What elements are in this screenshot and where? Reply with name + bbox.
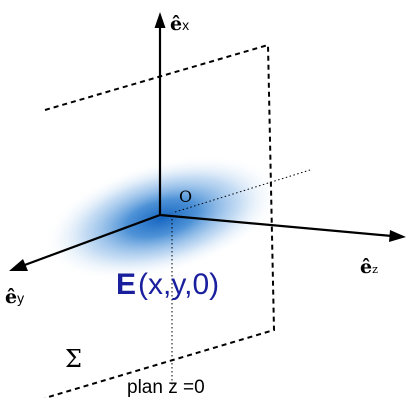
plane-caption: plan z =0: [127, 377, 205, 398]
y-axis-arrowhead: [9, 259, 28, 271]
z-axis-sub: z: [372, 263, 378, 276]
field-symbol: E: [116, 268, 136, 301]
x-axis-label: êx: [170, 13, 189, 35]
x-axis-hat: ê: [170, 13, 182, 35]
z-axis-line: [159, 213, 393, 238]
z-axis-hat: ê: [360, 256, 372, 278]
plane-symbol: Σ: [65, 345, 82, 373]
y-axis-line: [21, 213, 161, 268]
field-label: E(x,y,0): [116, 268, 219, 301]
y-axis-label: êy: [5, 286, 24, 308]
field-arguments: (x,y,0): [138, 268, 219, 301]
z-axis-arrowhead: [389, 230, 406, 242]
intensity-blob: [43, 155, 281, 281]
y-axis-hat: ê: [5, 286, 17, 308]
z-axis-label: êz: [360, 256, 378, 278]
y-axis-sub: y: [17, 290, 24, 306]
x-axis-arrowhead: [154, 12, 166, 28]
origin-label: O: [179, 187, 192, 206]
x-axis-sub: x: [182, 17, 189, 33]
